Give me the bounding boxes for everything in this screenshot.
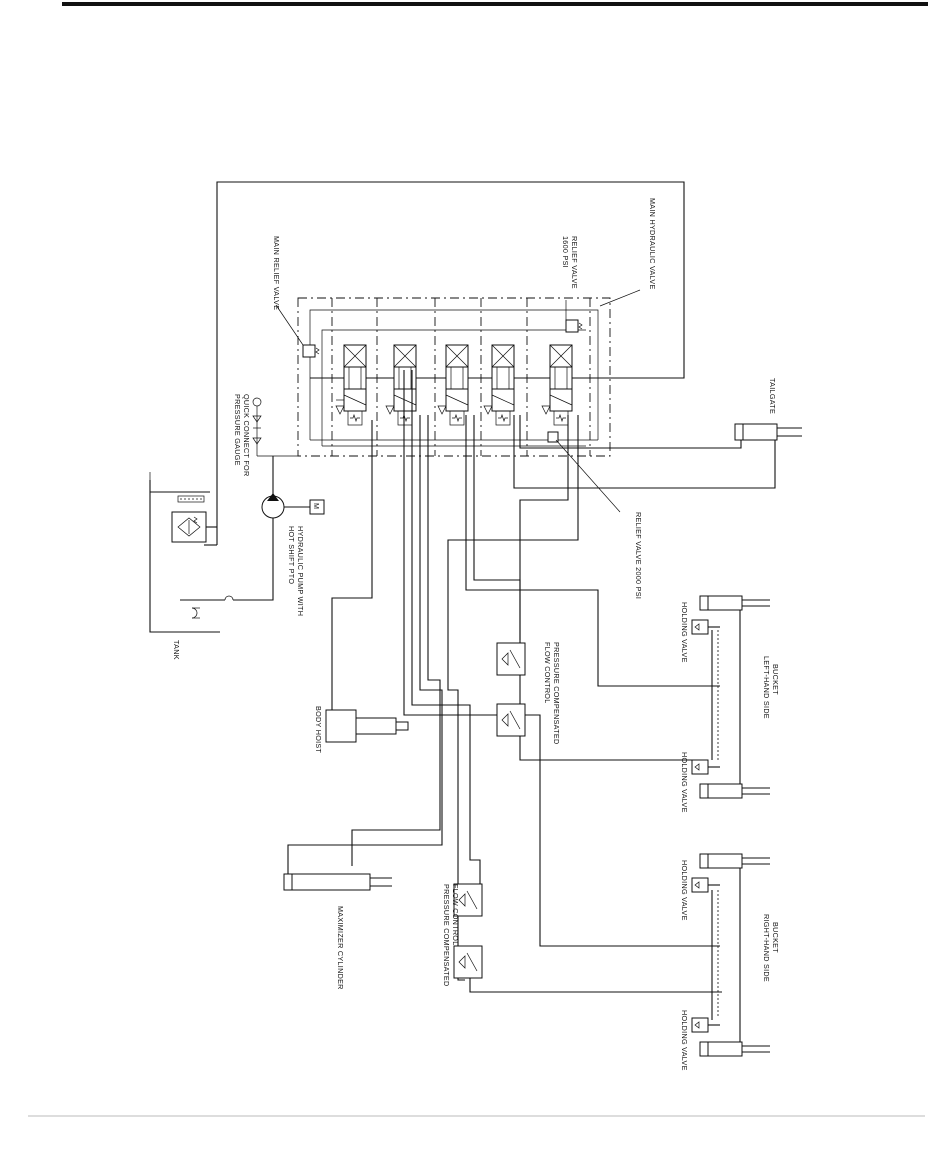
pcfc-lower-label-1: PRESSURE COMPENSATED <box>442 884 451 987</box>
rh-and-maximizer-lines <box>287 370 722 993</box>
lh-bucket-label-1: LEFT-HAND SIDE <box>762 656 771 719</box>
label-rh-bucket: RIGHT-HAND SIDE BUCKET <box>762 914 780 982</box>
lh-bucket-label-2: BUCKET <box>771 664 780 695</box>
quick-connect-gauge <box>252 397 298 457</box>
pump-label-1: HYDRAULIC PUMP WITH <box>296 526 305 616</box>
label-holding-rh-top: HOLDING VALVE <box>680 860 689 921</box>
body-hoist-label: BODY HOIST <box>314 706 323 754</box>
relief-valve-1600-symbol <box>565 319 583 333</box>
hydraulic-pump <box>180 456 325 601</box>
main-hydraulic-valve-label: MAIN HYDRAULIC VALVE <box>648 198 657 290</box>
holding-valve-lh-bottom: HOLDING VALVE <box>680 752 689 813</box>
label-relief-1600: RELIEF VALVE 1600 PSI <box>561 236 579 289</box>
label-motor: M <box>312 503 321 509</box>
label-pcfc-upper: PRESSURE COMPENSATED FLOW CONTROL <box>543 642 561 745</box>
label-tailgate: TAILGATE <box>768 378 777 414</box>
quick-connect-label-1: QUICK CONNECT FOR <box>242 394 251 476</box>
maximizer-label: MAXIMIZER CYLINDER <box>336 906 345 990</box>
holding-valve-lh-top: HOLDING VALVE <box>680 602 689 663</box>
relief-valve-2000-symbol <box>547 431 559 443</box>
rh-bucket <box>691 853 770 1057</box>
quick-connect-label-2: PRESSURE GAUGE <box>233 394 242 466</box>
label-maximizer: MAXIMIZER CYLINDER <box>336 906 345 990</box>
relief-valve-2000-label: RELIEF VALVE 2000 PSI <box>634 512 643 599</box>
label-tank: TANK <box>172 640 181 660</box>
holding-valve-rh-top: HOLDING VALVE <box>680 860 689 921</box>
pcfc-lower-label-2: FLOW CONTROL <box>451 884 460 946</box>
valve-section-5 <box>541 344 573 426</box>
label-pump: HYDRAULIC PUMP WITH HOT SHIFT PTO <box>287 526 305 616</box>
header-rule <box>62 2 928 6</box>
motor-label: M <box>312 503 321 509</box>
leader-main-relief <box>275 304 304 346</box>
pcfc-upper-label-2: FLOW CONTROL <box>543 642 552 704</box>
lh-bucket-lines <box>447 415 720 981</box>
label-holding-lh-bottom: HOLDING VALVE <box>680 752 689 813</box>
tailgate-label: TAILGATE <box>768 378 777 414</box>
leader-main-valve <box>599 289 641 307</box>
relief-valve-1600-label-2: 1600 PSI <box>561 236 570 268</box>
pcfc-upper <box>496 642 526 737</box>
label-body-hoist: BODY HOIST <box>314 706 323 754</box>
label-pcfc-lower: PRESSURE COMPENSATED FLOW CONTROL <box>442 884 460 987</box>
label-main-relief: MAIN RELIEF VALVE <box>272 236 281 310</box>
label-holding-rh-bottom: HOLDING VALVE <box>680 1010 689 1071</box>
rh-bucket-label-1: RIGHT-HAND SIDE <box>762 914 771 982</box>
label-quick-connect: QUICK CONNECT FOR PRESSURE GAUGE <box>233 394 251 476</box>
lh-bucket <box>691 595 770 799</box>
main-hydraulic-valve <box>297 297 611 457</box>
tank-label: TANK <box>172 640 181 660</box>
holding-valve-rh-bottom: HOLDING VALVE <box>680 1010 689 1071</box>
valve-section-1 <box>335 344 367 426</box>
valve-section-3 <box>437 344 469 426</box>
label-lh-bucket: LEFT-HAND SIDE BUCKET <box>762 656 780 719</box>
tailgate-cylinder <box>513 415 802 489</box>
label-holding-lh-top: HOLDING VALVE <box>680 602 689 663</box>
pump-label-2: HOT SHIFT PTO <box>287 526 296 584</box>
relief-valve-1600-label-1: RELIEF VALVE <box>570 236 579 289</box>
maximizer-cylinder <box>283 873 392 891</box>
tank <box>149 472 220 633</box>
label-relief-2000: RELIEF VALVE 2000 PSI <box>634 512 643 599</box>
leader-relief-2000 <box>555 439 621 513</box>
pcfc-upper-label-1: PRESSURE COMPENSATED <box>552 642 561 745</box>
pcfc-lower <box>453 883 483 979</box>
valve-section-4 <box>483 344 515 426</box>
label-main-hydraulic-valve: MAIN HYDRAULIC VALVE <box>648 198 657 290</box>
main-relief-valve-label: MAIN RELIEF VALVE <box>272 236 281 310</box>
main-relief-valve-symbol <box>302 344 320 358</box>
body-hoist-cylinder <box>325 420 409 743</box>
rh-bucket-label-2: BUCKET <box>771 922 780 953</box>
